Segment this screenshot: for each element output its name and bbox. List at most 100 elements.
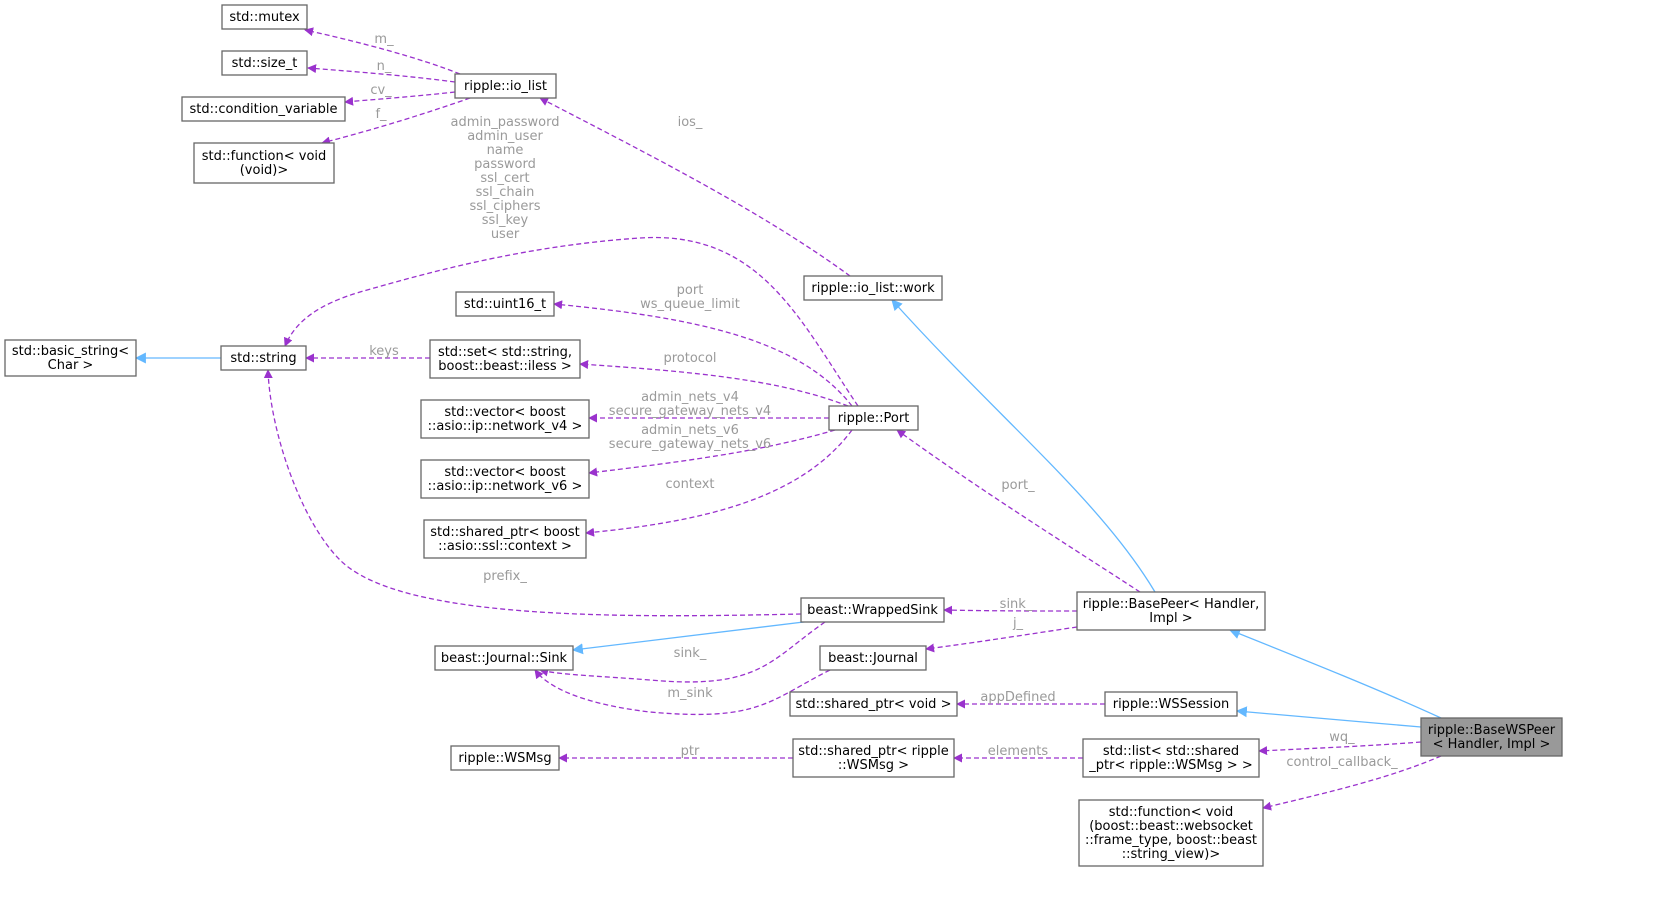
- edge-label: m_: [374, 32, 394, 47]
- usage-edge-port-to-std_set: [579, 360, 849, 407]
- class-name: ::asio::ssl::context >: [438, 539, 572, 554]
- edge-label: secure_gateway_nets_v4: [609, 404, 771, 419]
- class-node-std-size-t[interactable]: std::size_t: [221, 50, 308, 76]
- class-node-sp-wsmsg[interactable]: std::shared_ptr< ripple::WSMsg >: [792, 738, 955, 778]
- class-node-journal[interactable]: beast::Journal: [819, 645, 927, 671]
- class-box[interactable]: [423, 519, 587, 559]
- class-name: Impl >: [1149, 611, 1192, 626]
- class-box[interactable]: [1082, 738, 1260, 778]
- class-node-std-condvar[interactable]: std::condition_variable: [181, 96, 346, 122]
- edge-label: j_: [1012, 616, 1024, 631]
- class-node-journal-sink[interactable]: beast::Journal::Sink: [434, 645, 574, 671]
- edge-label: port_: [1001, 478, 1035, 493]
- class-box[interactable]: [789, 691, 958, 717]
- class-node-ws-msg[interactable]: ripple::WSMsg: [450, 745, 560, 771]
- class-node-ws-session[interactable]: ripple::WSSession: [1104, 691, 1238, 717]
- class-node-basic-string[interactable]: std::basic_string<Char >: [4, 339, 137, 377]
- edge-label: keys: [369, 344, 399, 359]
- class-box[interactable]: [450, 745, 560, 771]
- class-node-fn-ws[interactable]: std::function< void(boost::beast::websoc…: [1078, 799, 1264, 867]
- class-name: ::string_view)>: [1122, 847, 1220, 862]
- class-name: std::set< std::string,: [438, 345, 572, 360]
- class-box[interactable]: [420, 399, 590, 439]
- class-node-io-list[interactable]: ripple::io_list: [454, 73, 557, 99]
- class-name: < Handler, Impl >: [1433, 737, 1551, 752]
- class-box[interactable]: [1076, 591, 1266, 631]
- class-node-std-uint16[interactable]: std::uint16_t: [455, 291, 555, 317]
- class-box[interactable]: [181, 96, 346, 122]
- edge-label: ssl_chain: [476, 185, 535, 200]
- class-node-base-ws-peer[interactable]: ripple::BaseWSPeer< Handler, Impl >: [1420, 717, 1563, 757]
- edge-label: prefix_: [483, 569, 527, 584]
- class-node-wrapped-sink[interactable]: beast::WrappedSink: [800, 597, 945, 623]
- edge-label: ssl_cert: [480, 171, 529, 186]
- usage-edge-wrapped_sink-to-std_string: [263, 369, 802, 617]
- class-node-io-list-work[interactable]: ripple::io_list::work: [803, 275, 943, 301]
- edge-labels-layer: m_n_cv_f_ios_admin_passwordadmin_usernam…: [369, 32, 1398, 770]
- class-box[interactable]: [220, 345, 307, 371]
- class-name: beast::Journal::Sink: [441, 651, 568, 666]
- class-node-ssl-ctx[interactable]: std::shared_ptr< boost::asio::ssl::conte…: [423, 519, 587, 559]
- class-box[interactable]: [819, 645, 927, 671]
- class-node-port[interactable]: ripple::Port: [828, 405, 919, 431]
- class-box[interactable]: [455, 291, 555, 317]
- class-name: ::WSMsg >: [838, 758, 909, 773]
- class-name: beast::Journal: [828, 651, 918, 666]
- edge-label: admin_nets_v4: [641, 390, 739, 405]
- class-name: std::shared_ptr< ripple: [798, 744, 948, 759]
- edge-label: admin_password: [451, 115, 560, 130]
- class-node-std-function-void[interactable]: std::function< void(void)>: [193, 142, 335, 184]
- class-node-list-sp[interactable]: std::list< std::shared_ptr< ripple::WSMs…: [1082, 738, 1260, 778]
- class-node-std-string[interactable]: std::string: [220, 345, 307, 371]
- edge-label: ws_queue_limit: [640, 297, 740, 312]
- class-box[interactable]: [221, 50, 308, 76]
- class-box[interactable]: [792, 738, 955, 778]
- class-box[interactable]: [800, 597, 945, 623]
- usage-edge-port-to-vec_v6: [588, 429, 836, 477]
- class-name: ripple::WSMsg: [458, 751, 551, 766]
- class-box[interactable]: [1078, 799, 1264, 867]
- edge-label: wq_: [1329, 730, 1355, 745]
- class-box[interactable]: [454, 73, 557, 99]
- class-name: std::list< std::shared: [1103, 744, 1239, 759]
- class-name: boost::beast::iless >: [438, 359, 571, 374]
- usage-edge-base_peer-to-wrapped_sink: [943, 605, 1078, 615]
- class-node-base-peer[interactable]: ripple::BasePeer< Handler,Impl >: [1076, 591, 1266, 631]
- inheritance-edge-base_ws_peer-to-ws_session: [1235, 706, 1422, 728]
- class-box[interactable]: [1104, 691, 1238, 717]
- class-node-std-set[interactable]: std::set< std::string,boost::beast::iles…: [429, 339, 581, 379]
- class-box[interactable]: [193, 142, 335, 184]
- class-name: ::frame_type, boost::beast: [1085, 833, 1257, 848]
- class-node-sp-void[interactable]: std::shared_ptr< void >: [789, 691, 958, 717]
- edge-label: sink_: [674, 646, 707, 661]
- class-name: (void)>: [240, 163, 289, 178]
- class-box[interactable]: [1420, 717, 1563, 757]
- class-box[interactable]: [434, 645, 574, 671]
- edge-label: protocol: [663, 351, 716, 366]
- class-box[interactable]: [429, 339, 581, 379]
- edge-label: name: [487, 143, 524, 158]
- class-name: ::asio::ip::network_v4 >: [428, 419, 583, 434]
- class-node-std-mutex[interactable]: std::mutex: [221, 4, 308, 30]
- class-name: std::basic_string<: [12, 344, 129, 359]
- class-name: std::shared_ptr< boost: [430, 525, 579, 540]
- usage-edge-io_list_work-to-io_list: [539, 97, 851, 277]
- usage-edge-base_peer-to-journal: [925, 626, 1078, 653]
- inheritance-edge-base_peer-to-io_list_work: [891, 299, 1156, 593]
- class-box[interactable]: [420, 459, 590, 499]
- class-name: std::shared_ptr< void >: [796, 697, 952, 712]
- class-box[interactable]: [221, 4, 308, 30]
- edge-label: ssl_ciphers: [469, 199, 540, 214]
- class-box[interactable]: [4, 339, 137, 377]
- usage-edge-base_ws_peer-to-fn_ws: [1262, 755, 1442, 811]
- class-name: ::asio::ip::network_v6 >: [428, 479, 583, 494]
- class-node-vec-v4[interactable]: std::vector< boost::asio::ip::network_v4…: [420, 399, 590, 439]
- usage-edge-io_list-to-std_condvar: [344, 91, 456, 106]
- class-name: (boost::beast::websocket: [1089, 819, 1253, 834]
- class-box[interactable]: [828, 405, 919, 431]
- class-box[interactable]: [803, 275, 943, 301]
- class-name: _ptr< ripple::WSMsg > >: [1088, 758, 1252, 773]
- edge-label: sink_: [1000, 597, 1033, 612]
- class-node-vec-v6[interactable]: std::vector< boost::asio::ip::network_v6…: [420, 459, 590, 499]
